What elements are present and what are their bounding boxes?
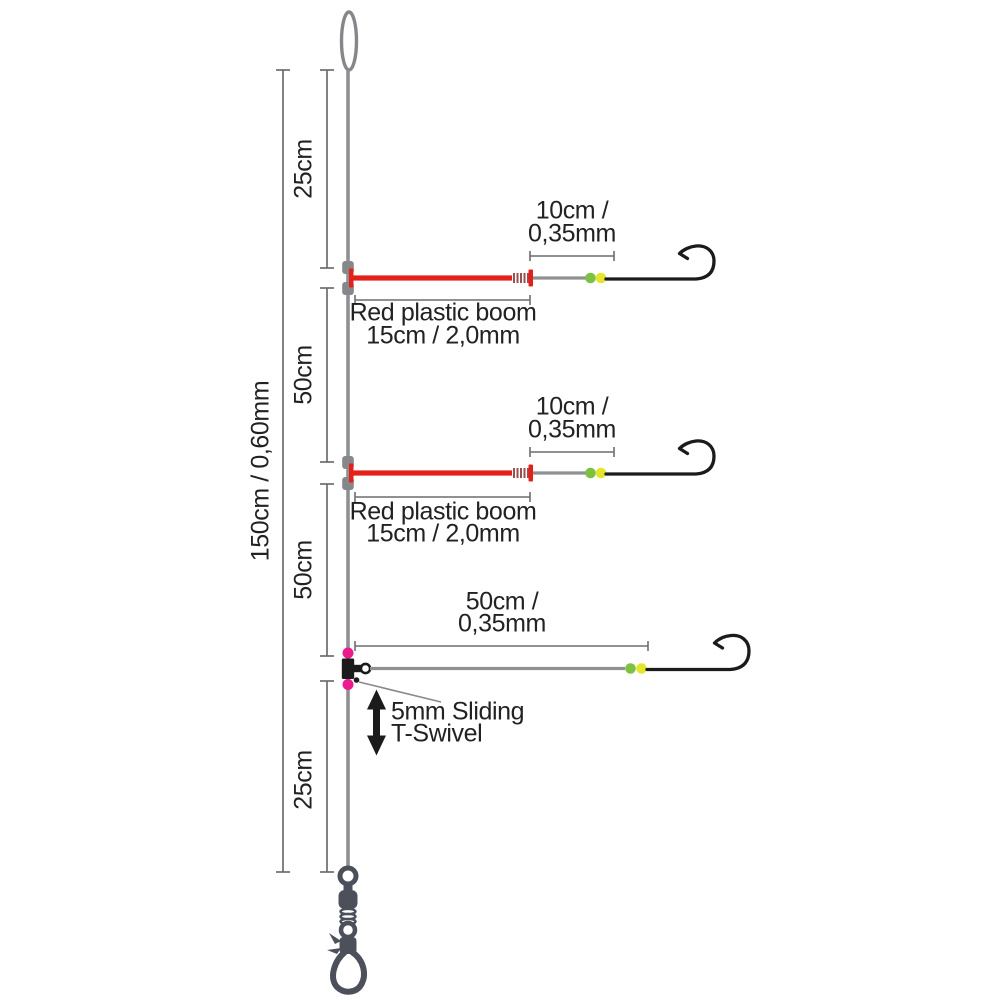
boom2-snood-dim [529, 447, 615, 457]
label-boom1-snood-line2: 0,35mm [528, 219, 616, 248]
label-boom2-snood-line1: 10cm / [535, 392, 609, 421]
t-swivel-pink-bead-top [342, 647, 354, 659]
line-top-loop-icon [339, 10, 359, 72]
boom1-bead-yellow [595, 272, 607, 284]
snap-swivel-group [327, 865, 367, 995]
swivel-neck [343, 884, 353, 890]
boom1-cap-left [349, 268, 354, 288]
boom1-cap-right [528, 269, 533, 287]
snap-loop-icon [330, 949, 367, 995]
boom-1-group [342, 244, 716, 305]
callout-anchor-dot [353, 677, 360, 683]
label-segment-3: 50cm [289, 540, 318, 600]
snap-prong-top [329, 933, 341, 944]
label-t-swivel-line1: 5mm Sliding [391, 697, 525, 726]
boom1-bead-green [585, 272, 596, 284]
t-swivel-body-icon [341, 658, 355, 679]
boom1-snood-dim [529, 251, 615, 261]
label-segment-1: 25cm [289, 139, 318, 199]
bottom-bead-yellow [636, 663, 647, 674]
t-swivel-eye-icon [359, 662, 372, 675]
snap-prong-bottom [327, 948, 341, 954]
label-segment-4: 25cm [289, 750, 318, 810]
bottom-hook-icon [645, 633, 751, 672]
boom-2-group [342, 439, 716, 502]
callout-line [358, 681, 442, 703]
label-boom1-line2: 15cm / 2,0mm [366, 321, 520, 350]
label-boom2-snood-line2: 0,35mm [528, 415, 616, 444]
label-bottom-snood-line2: 0,35mm [458, 609, 546, 638]
dim-line-150cm [276, 69, 290, 873]
boom1-hook-icon [604, 244, 716, 281]
snap-ring-icon [338, 920, 358, 940]
boom1-dim [354, 295, 531, 305]
boom2-spring-coil-icon [513, 468, 529, 478]
dim-line-segments [320, 69, 334, 873]
boom2-cap-right [528, 464, 533, 482]
t-swivel-pink-bead-bottom [342, 679, 354, 690]
slide-direction-arrow-icon [367, 689, 386, 756]
bottom-bead-green [625, 663, 636, 674]
boom2-cap-left [349, 463, 354, 483]
boom1-spring-coil-icon [513, 273, 529, 283]
boom2-hook-icon [604, 439, 716, 476]
label-main-line-length: 150cm / 0,60mm [246, 380, 275, 562]
swivel-top-ring-icon [337, 865, 359, 887]
swivel-barrel-icon [338, 890, 358, 909]
boom2-bead-green [585, 467, 596, 479]
label-segment-2: 50cm [289, 345, 318, 405]
label-bottom-snood-line1: 50cm / [465, 587, 539, 616]
boom2-dim [354, 492, 531, 502]
t-swivel-arm [353, 664, 362, 673]
label-boom2-line1: Red plastic boom [349, 497, 537, 526]
t-swivel-branch-group [341, 633, 751, 756]
boom1-red-boom-icon [352, 275, 512, 281]
boom2-red-boom-icon [352, 470, 512, 476]
label-boom1-line1: Red plastic boom [349, 298, 537, 327]
main-line-group [339, 10, 359, 868]
label-t-swivel-line2: T-Swivel [391, 719, 483, 748]
label-boom2-line2: 15cm / 2,0mm [366, 519, 520, 548]
boom2-bead-yellow [595, 467, 607, 479]
label-boom1-snood-line1: 10cm / [535, 196, 609, 225]
bottom-snood-dim [354, 641, 649, 651]
